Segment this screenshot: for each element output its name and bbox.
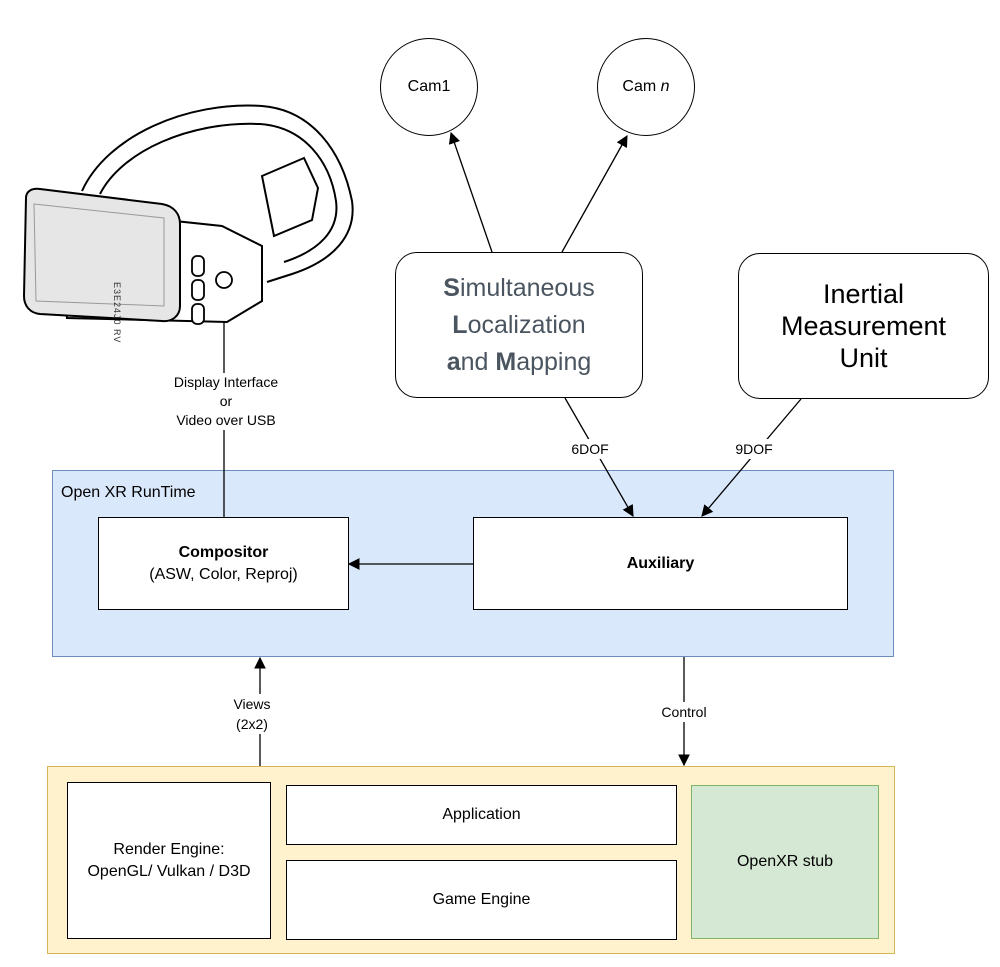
- edge-label-9dof: 9DOF: [726, 439, 782, 459]
- game-engine-box: Game Engine: [286, 860, 677, 940]
- auxiliary-label: Auxiliary: [626, 554, 695, 572]
- compositor-box: Compositor (ASW, Color, Reproj): [98, 517, 349, 610]
- headset-side-text: E3E24J0 RV: [112, 282, 122, 344]
- slam-label: Simultaneous Localization and Mapping: [443, 273, 595, 376]
- cam1-label: Cam1: [407, 78, 451, 95]
- compositor-title: Compositor: [178, 543, 269, 561]
- edge-label-control: Control: [648, 702, 720, 722]
- arrow-slam-to-camn: [561, 134, 628, 253]
- edge-label-views: Views (2x2): [222, 694, 282, 734]
- runtime-title: Open XR RunTime: [61, 484, 196, 501]
- imu-node: Inertial Measurement Unit: [738, 253, 989, 399]
- slam-node: Simultaneous Localization and Mapping: [395, 252, 643, 398]
- auxiliary-box: Auxiliary: [473, 517, 848, 610]
- compositor-subtitle: (ASW, Color, Reproj): [149, 565, 298, 583]
- render-engine-box: Render Engine: OpenGL/ Vulkan / D3D: [67, 782, 271, 939]
- cam1-node: Cam1: [380, 38, 478, 136]
- imu-label: Inertial Measurement Unit: [780, 279, 947, 373]
- camn-node: Cam n: [597, 38, 695, 136]
- edge-label-display: Display Interface or Video over USB: [150, 373, 302, 430]
- application-box: Application: [286, 785, 677, 845]
- arrow-slam-to-cam1: [448, 131, 493, 253]
- camn-label: Cam n: [622, 78, 670, 95]
- vr-headset-icon: [22, 104, 354, 325]
- edge-label-6dof: 6DOF: [562, 439, 618, 459]
- openxr-stub-box: OpenXR stub: [691, 785, 879, 939]
